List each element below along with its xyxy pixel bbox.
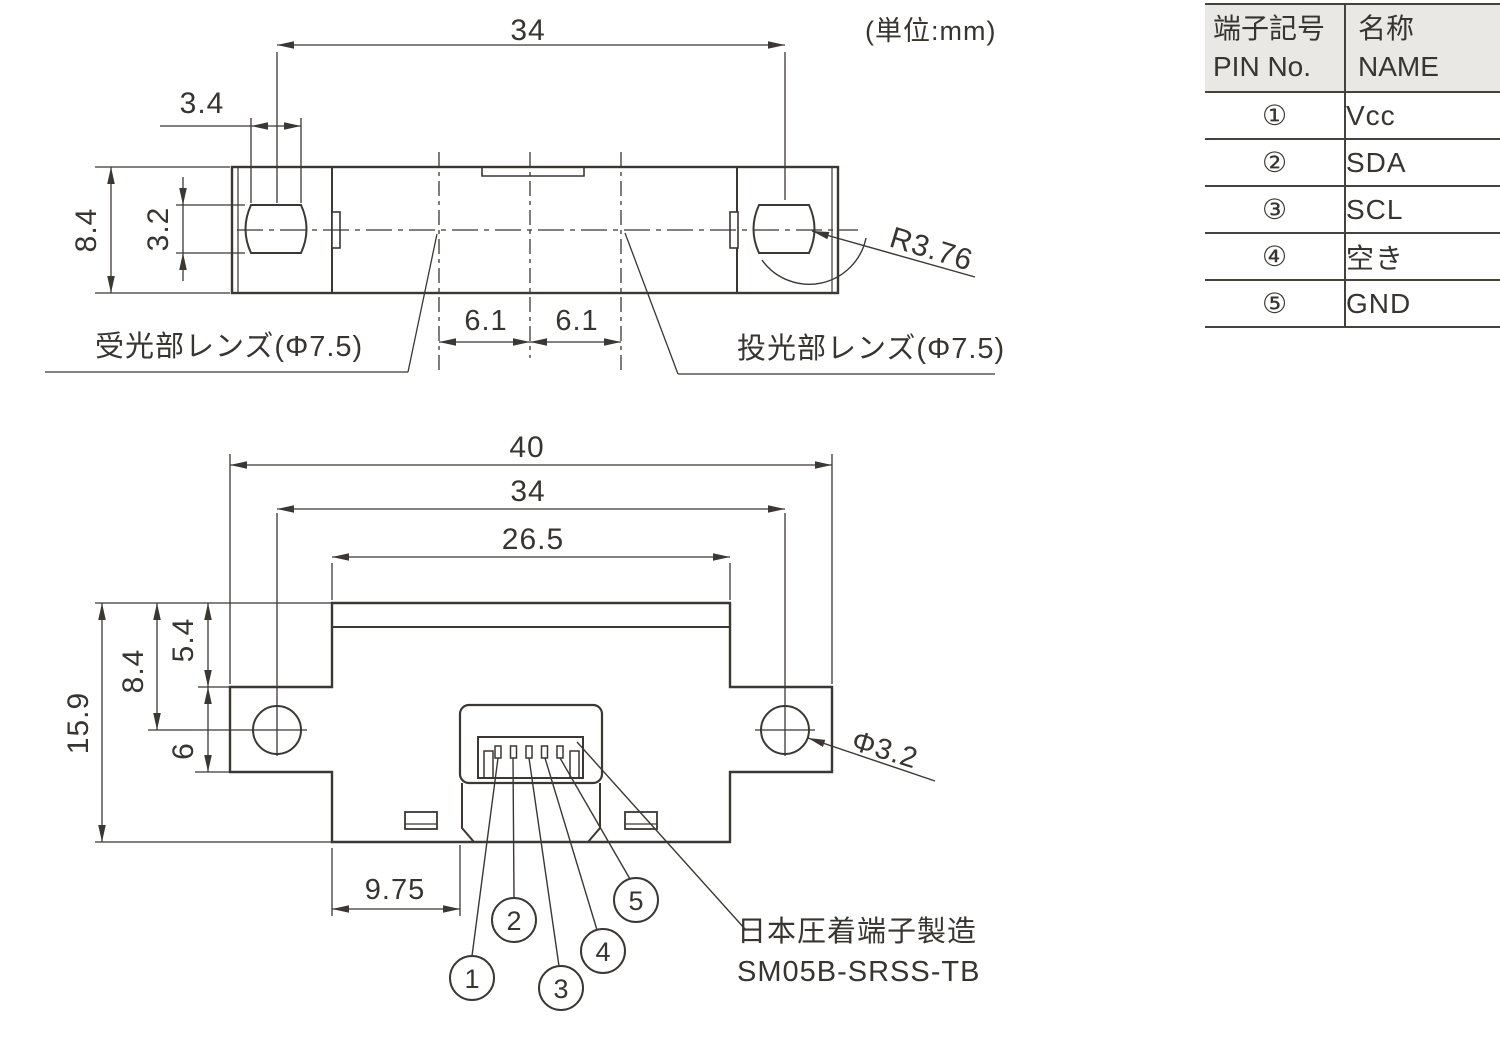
dimension-lens-height: 3.2 [142, 177, 245, 281]
detector-lens-label: 受光部レンズ(Φ7.5) [95, 330, 363, 363]
pin-number-cell: ⑤ [1205, 280, 1346, 328]
dimension-hole-offset: 8.4 [117, 603, 815, 731]
front-view-body-outline [228, 601, 834, 844]
detector-lens-shape [244, 204, 308, 254]
dimension-connector-offset: 9.75 [331, 845, 461, 916]
pin-balloon-2: 2 [506, 906, 521, 936]
dim-40-label: 40 [509, 431, 544, 464]
pin-name-cell: GND [1345, 280, 1500, 328]
connector-maker-note: 日本圧着端子製造 SM05B-SRSS-TB [737, 915, 980, 988]
dim-9_75-label: 9.75 [365, 874, 425, 906]
dim-3_2-label: 3.2 [142, 207, 175, 252]
table-row: ① Vcc [1205, 92, 1500, 140]
dimension-step-offset: 5.4 [167, 603, 212, 687]
pin-name-cell: SDA [1345, 139, 1500, 187]
connector-outline [458, 703, 604, 843]
top-view-body-outline [230, 165, 840, 295]
pin-table: 端子記号 PIN No. 名称 NAME ① Vcc ② SDA ③ SCL ④… [1205, 3, 1500, 328]
pin-number-cell: ① [1205, 92, 1346, 140]
table-row: ④ 空き [1205, 233, 1500, 281]
pin-table-header-name-en: NAME [1358, 51, 1439, 82]
detector-lens-callout: 受光部レンズ(Φ7.5) [45, 233, 438, 373]
radius-label: R3.76 [886, 221, 977, 277]
pin-table-header-pin-no-en: PIN No. [1213, 51, 1312, 82]
dim-26_5-label: 26.5 [502, 523, 564, 556]
pin-callout-balloons: 1 2 3 4 5 [449, 877, 659, 1011]
pin-name-cell: SCL [1345, 186, 1500, 234]
dimension-lens-pitch: 34 [276, 14, 786, 203]
pin-callout-leaders [471, 741, 746, 967]
dimension-top-body-height: 8.4 [70, 166, 230, 294]
dim-6_1-right-label: 6.1 [555, 305, 598, 337]
dimension-hole-pitch: 34 [276, 475, 786, 756]
emitter-lens-shape [752, 204, 816, 254]
top-view-drawing: 34 3.4 8.4 3.2 [45, 14, 1005, 375]
dim-6_1-left-label: 6.1 [464, 305, 507, 337]
dimension-center-pitch: 6.1 6.1 [439, 305, 621, 346]
front-view-drawing: 40 34 26.5 15.9 8.4 [62, 431, 980, 1011]
table-row: ⑤ GND [1205, 280, 1500, 328]
dimension-overall-width: 40 [229, 431, 833, 684]
emitter-lens-label: 投光部レンズ(Φ7.5) [737, 332, 1005, 365]
pin-balloon-3: 3 [553, 974, 568, 1004]
dimension-body-width: 26.5 [331, 523, 731, 600]
dim-6-label: 6 [167, 742, 200, 760]
dim-3_4-label: 3.4 [180, 87, 225, 120]
pin-table-header-name-jp: 名称 [1358, 13, 1415, 44]
dimension-overall-height: 15.9 [62, 602, 332, 843]
dim-8_4-top-label: 8.4 [70, 208, 103, 253]
connector-maker-label: 日本圧着端子製造 [737, 915, 977, 948]
pin-table-header-row: 端子記号 PIN No. 名称 NAME [1205, 4, 1500, 93]
pin-balloon-4: 4 [595, 937, 610, 967]
table-row: ③ SCL [1205, 186, 1500, 234]
pin-number-cell: ③ [1205, 186, 1346, 234]
pin-number-cell: ④ [1205, 233, 1346, 281]
dim-15_9-label: 15.9 [62, 692, 95, 754]
dimension-flange-height: 6 [167, 686, 230, 773]
dimension-emitter-width: 3.4 [160, 87, 302, 203]
dim-8_4-bottom-label: 8.4 [117, 649, 150, 694]
emitter-lens-callout: 投光部レンズ(Φ7.5) [624, 232, 1005, 375]
connector-model-label: SM05B-SRSS-TB [737, 956, 980, 988]
dim-34-bottom-label: 34 [510, 475, 545, 508]
pin-table-header-pin-no-jp: 端子記号 [1213, 13, 1326, 44]
pin-balloon-1: 1 [464, 964, 479, 994]
pin-table-header-name: 名称 NAME [1345, 4, 1500, 93]
pin-table-header-pin-no: 端子記号 PIN No. [1205, 4, 1346, 93]
dim-34-top-label: 34 [510, 14, 545, 47]
pin-name-cell: 空き [1345, 233, 1500, 281]
table-row: ② SDA [1205, 139, 1500, 187]
hole-diameter-label: Φ3.2 [848, 725, 922, 775]
pin-balloon-5: 5 [628, 886, 643, 916]
pin-name-cell: Vcc [1345, 92, 1500, 140]
top-view-centerlines [237, 152, 858, 370]
dim-5_4-label: 5.4 [167, 618, 200, 663]
unit-note: (単位:mm) [865, 16, 996, 46]
pin-number-cell: ② [1205, 139, 1346, 187]
